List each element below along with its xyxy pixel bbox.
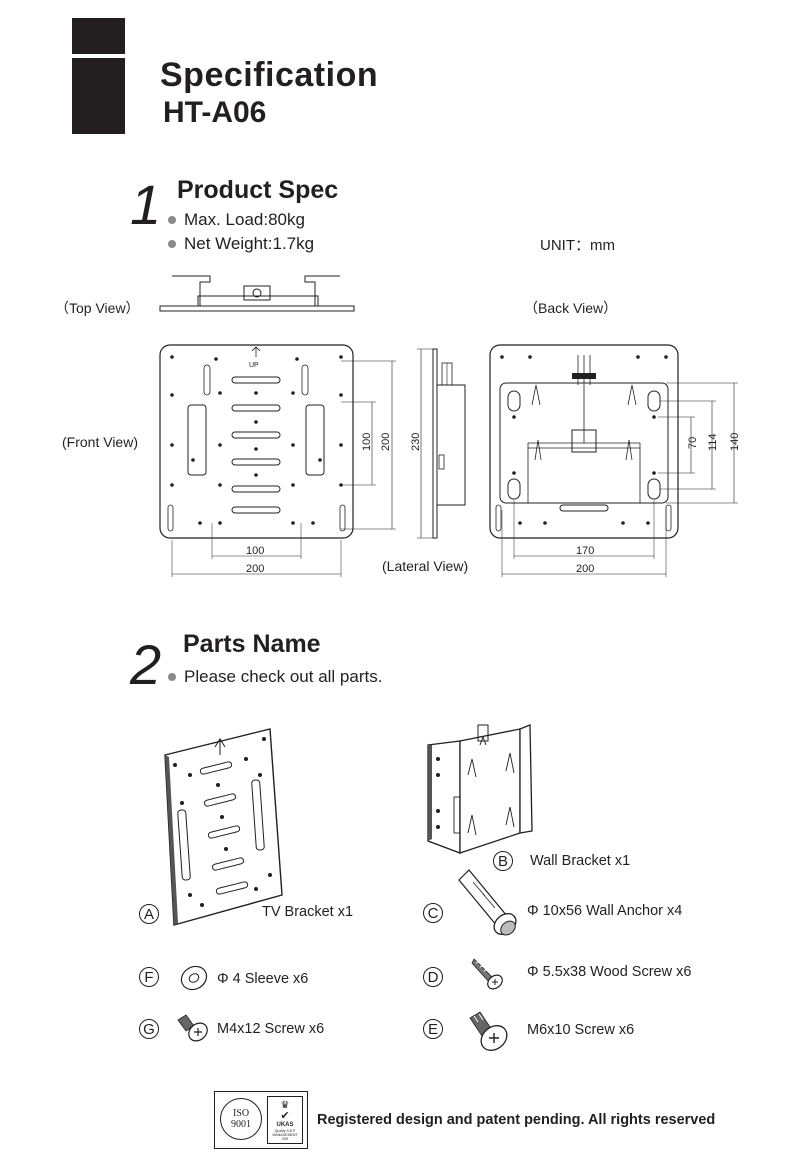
front-view-label: (Front View) xyxy=(62,434,138,450)
certification-logos: ISO 9001 ♛ ✔ UKAS Quality S.E.P MANAGEME… xyxy=(214,1091,308,1149)
up-mark: UP xyxy=(249,362,259,369)
iso-logo: ISO 9001 xyxy=(220,1098,262,1140)
spec-bullet-load: Max. Load:80kg xyxy=(168,210,305,230)
front-view-drawing: UP 100 200 100 200 xyxy=(159,344,396,577)
part-letter-d: D xyxy=(423,967,443,987)
part-label-f: Φ 4 Sleeve x6 xyxy=(217,971,309,987)
dim-back-h1: 70 xyxy=(687,437,699,449)
m4-screw-illustration xyxy=(177,1014,208,1042)
header-block-top xyxy=(72,18,125,54)
lateral-view-drawing: 230 xyxy=(410,348,466,539)
dim-front-outer-width: 200 xyxy=(246,563,264,575)
header-block-bottom xyxy=(72,58,125,134)
back-view-drawing: 170 200 70 114 140 xyxy=(489,344,741,577)
wall-anchor-illustration xyxy=(458,869,517,936)
check-icon: ✔ xyxy=(280,1110,290,1122)
section-number-1: 1 xyxy=(130,173,162,236)
spec-weight-text: Net Weight:1.7kg xyxy=(184,234,315,253)
wall-bracket-illustration xyxy=(427,724,533,854)
footer-rights-text: Registered design and patent pending. Al… xyxy=(317,1112,716,1128)
part-letter-e: E xyxy=(423,1019,443,1039)
dim-front-inner-width: 100 xyxy=(246,545,264,557)
top-view-label: （Top View） xyxy=(55,300,140,316)
part-letter-f: F xyxy=(139,967,159,987)
m6-screw-illustration xyxy=(469,1011,508,1051)
dim-front-inner-height: 100 xyxy=(361,433,373,451)
part-label-g: M4x12 Screw x6 xyxy=(217,1021,325,1037)
part-label-a: TV Bracket x1 xyxy=(262,904,354,920)
parts-bullet: Please check out all parts. xyxy=(168,667,382,687)
iso-line1: ISO xyxy=(232,1107,250,1119)
ukas-sub2: MANAGEMENT xyxy=(272,1133,298,1137)
part-label-d: Φ 5.5x38 Wood Screw x6 xyxy=(527,964,692,980)
lateral-view-label: (Lateral View) xyxy=(382,558,469,574)
back-view-label: （Back View） xyxy=(524,300,618,316)
section-heading-product-spec: Product Spec xyxy=(177,176,339,204)
tv-bracket-illustration xyxy=(164,728,283,926)
dim-back-inner-width: 170 xyxy=(576,545,594,557)
parts-bullet-text: Please check out all parts. xyxy=(184,667,383,686)
ukas-text: UKAS xyxy=(276,1122,294,1128)
spec-bullet-weight: Net Weight:1.7kg xyxy=(168,234,314,254)
page-title: Specification xyxy=(160,56,379,94)
section-heading-parts-name: Parts Name xyxy=(183,630,321,658)
crown-icon: ♛ xyxy=(280,1100,290,1111)
dim-back-outer-width: 200 xyxy=(576,563,594,575)
part-label-e: M6x10 Screw x6 xyxy=(527,1022,635,1038)
wood-screw-illustration xyxy=(471,958,503,990)
ukas-logo: ♛ ✔ UKAS Quality S.E.P MANAGEMENT 005 xyxy=(267,1096,303,1144)
unit-label: UNIT：mm xyxy=(540,237,615,254)
dim-lateral-height: 230 xyxy=(410,433,422,451)
ukas-sub3: 005 xyxy=(282,1137,288,1141)
model-number: HT-A06 xyxy=(163,96,267,129)
bullet-dot xyxy=(168,216,176,224)
bullet-dot xyxy=(168,673,176,681)
top-view-drawing xyxy=(159,275,355,312)
part-letter-b: B xyxy=(493,851,513,871)
ukas-sub1: Quality S.E.P xyxy=(274,1129,296,1133)
sleeve-illustration xyxy=(180,965,208,991)
dim-back-h2: 114 xyxy=(707,433,719,451)
iso-line2: 9001 xyxy=(231,1118,251,1130)
spec-load-text: Max. Load:80kg xyxy=(184,210,305,229)
part-letter-c: C xyxy=(423,903,443,923)
part-letter-a: A xyxy=(139,904,159,924)
part-label-c: Φ 10x56 Wall Anchor x4 xyxy=(527,903,683,919)
bullet-dot xyxy=(168,240,176,248)
part-letter-g: G xyxy=(139,1019,159,1039)
section-number-2: 2 xyxy=(130,633,162,696)
dim-back-h3: 140 xyxy=(729,433,741,451)
part-label-b: Wall Bracket x1 xyxy=(530,853,631,869)
dim-front-outer-height: 200 xyxy=(380,433,392,451)
